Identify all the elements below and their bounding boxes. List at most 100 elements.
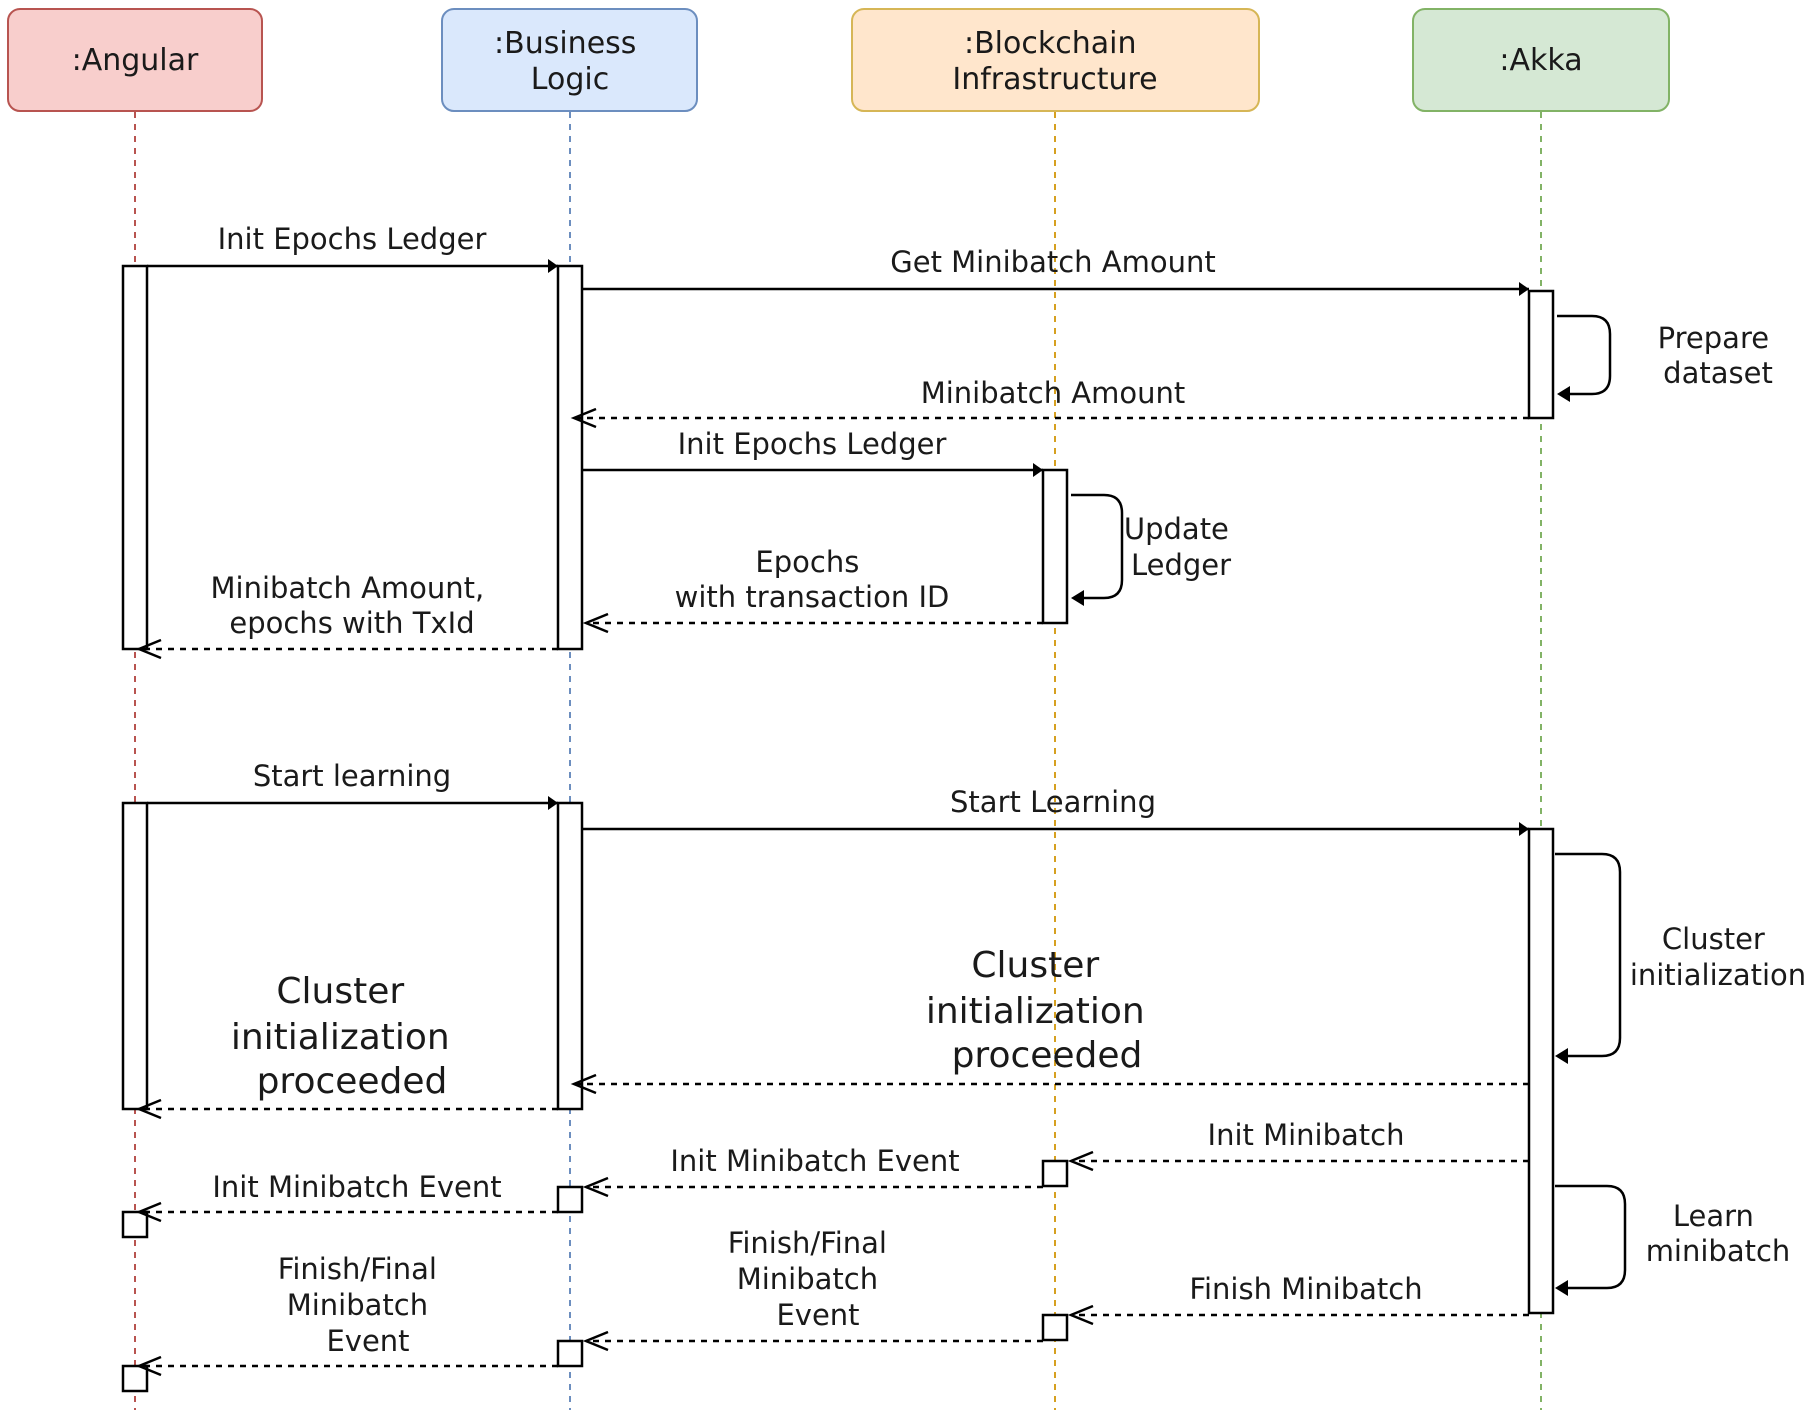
message-init-epochs-ledger-2: Init Epochs Ledger [582, 427, 1043, 477]
activation-angular-1 [121, 264, 149, 651]
message-label-line: proceeded [952, 1035, 1143, 1076]
open-arrowhead-icon [582, 1330, 609, 1352]
message-label: Get Minibatch Amount [890, 245, 1215, 279]
participant-angular-label-line-1: :Angular [72, 43, 199, 78]
message-label: Learn minibatch [1646, 1199, 1791, 1268]
message-label-line: Minibatch [737, 1262, 878, 1296]
message-label-line: initialization [231, 1017, 450, 1058]
arrowhead-icon [1555, 1280, 1568, 1296]
open-arrowhead-icon [570, 407, 597, 429]
message-label-line: Init Minibatch Event [670, 1144, 959, 1178]
message-label: Cluster initialization [1630, 922, 1806, 992]
message-label-line: Finish/Final [278, 1252, 437, 1286]
message-finish-final-minibatch-event-1: Finish/Final Minibatch Event [582, 1226, 1043, 1352]
message-label-line: Ledger [1131, 548, 1231, 582]
message-label-line: Learn [1673, 1199, 1754, 1233]
message-label: Init Minibatch [1208, 1118, 1405, 1152]
message-label: Cluster initialization proceeded [231, 971, 461, 1102]
message-label-line: Start Learning [950, 785, 1156, 819]
open-arrowhead-icon [582, 612, 609, 634]
participant-blockchain-infrastructure-label-line-2: Infrastructure [952, 62, 1157, 97]
participant-blockchain-infrastructure-box [851, 8, 1260, 112]
message-finish-minibatch: Finish Minibatch [1067, 1272, 1529, 1326]
message-cluster-initialization-proceeded-1: Cluster initialization proceeded [570, 945, 1529, 1095]
open-arrowhead-icon [135, 638, 162, 660]
participant-angular: :Angular [7, 8, 263, 112]
message-label-line: Minibatch Amount, [210, 571, 484, 605]
activation-business-2 [556, 801, 584, 1111]
message-label: Init Epochs Ledger [218, 222, 487, 256]
open-arrowhead-icon [570, 1073, 597, 1095]
arrowhead-icon [1557, 386, 1570, 402]
message-label: Init Epochs Ledger [678, 427, 947, 461]
activation-angular-4 [121, 1364, 149, 1393]
self-message-loop [1071, 493, 1124, 600]
participant-business-logic-label-line-2: Logic [531, 62, 609, 97]
message-label-line: Init Minibatch Event [212, 1170, 501, 1204]
message-label: Update Ledger [1124, 512, 1238, 582]
message-get-minibatch-amount: Get Minibatch Amount [582, 245, 1529, 296]
message-label-line: Update [1124, 512, 1229, 546]
participant-business-logic: :Business Logic [441, 8, 698, 112]
message-label: Finish/Final Minibatch Event [278, 1252, 446, 1358]
open-arrowhead-icon [582, 1176, 609, 1198]
activation-angular-3 [121, 1210, 149, 1239]
activation-akka-2 [1527, 827, 1555, 1315]
message-label: Minibatch Amount, epochs with TxId [210, 571, 493, 640]
activation-blockchain-1 [1041, 468, 1069, 625]
message-label-line: Finish Minibatch [1189, 1272, 1422, 1306]
open-arrowhead-icon [135, 1098, 162, 1120]
participant-akka: :Akka [1412, 8, 1670, 112]
message-label-line: Minibatch [287, 1288, 428, 1322]
message-label: Epochs with transaction ID [675, 545, 950, 614]
participant-blockchain-infrastructure-label-line-1: :Blockchain [964, 26, 1137, 61]
message-label: Start learning [253, 759, 451, 793]
self-message-loop [1555, 852, 1622, 1058]
message-label-line: proceeded [257, 1061, 448, 1102]
participant-akka-box [1412, 8, 1670, 112]
message-label-line: Epochs [755, 545, 859, 579]
message-label: Minibatch Amount [921, 376, 1186, 410]
self-message-prepare-dataset: Prepare dataset [1557, 314, 1773, 402]
arrowhead-icon [1519, 282, 1529, 296]
message-label-line: Init Epochs Ledger [218, 222, 487, 256]
self-message-loop [1555, 1184, 1627, 1290]
message-label-line: Finish/Final [728, 1226, 887, 1260]
message-label-line: initialization [1630, 958, 1806, 992]
activation-angular-2 [121, 801, 149, 1111]
message-label-line: Event [326, 1324, 409, 1358]
message-label-line: Start learning [253, 759, 451, 793]
open-arrowhead-icon [135, 1201, 162, 1223]
participant-business-logic-label: :Business Logic [494, 26, 646, 97]
participant-akka-label: :Akka [1499, 43, 1582, 78]
message-label-line: Init Epochs Ledger [678, 427, 947, 461]
self-message-update-ledger: Update Ledger [1071, 493, 1238, 606]
open-arrowhead-icon [1067, 1150, 1094, 1172]
arrowhead-icon [1519, 822, 1529, 836]
participant-business-logic-label-line-1: :Business [494, 26, 636, 61]
participant-business-logic-box [441, 8, 698, 112]
message-init-minibatch: Init Minibatch [1067, 1118, 1529, 1172]
open-arrowhead-icon [135, 1355, 162, 1377]
message-label-line: Cluster [971, 945, 1099, 986]
message-finish-final-minibatch-event-2: Finish/Final Minibatch Event [135, 1252, 558, 1377]
message-label: Start Learning [950, 785, 1156, 819]
activation-blockchain-3 [1041, 1313, 1069, 1342]
participant-angular-label: :Angular [72, 43, 199, 78]
message-start-learning-1: Start learning [147, 759, 558, 810]
message-start-learning-2: Start Learning [582, 785, 1529, 836]
message-label-line: Get Minibatch Amount [890, 245, 1215, 279]
arrowhead-icon [1071, 590, 1084, 606]
activation-akka-1 [1527, 289, 1555, 420]
message-label-line: Prepare [1658, 321, 1769, 355]
arrowhead-icon [548, 796, 558, 810]
self-message-cluster-initialization: Cluster initialization [1555, 852, 1806, 1064]
message-label-line: Minibatch Amount [921, 376, 1186, 410]
message-minibatch-amount-return: Minibatch Amount [570, 376, 1529, 429]
message-label-line: minibatch [1646, 1234, 1791, 1268]
message-label: Init Minibatch Event [212, 1170, 501, 1204]
message-label-line: Event [776, 1298, 859, 1332]
message-label: Cluster initialization proceeded [926, 945, 1156, 1076]
message-label-line: dataset [1663, 356, 1773, 390]
